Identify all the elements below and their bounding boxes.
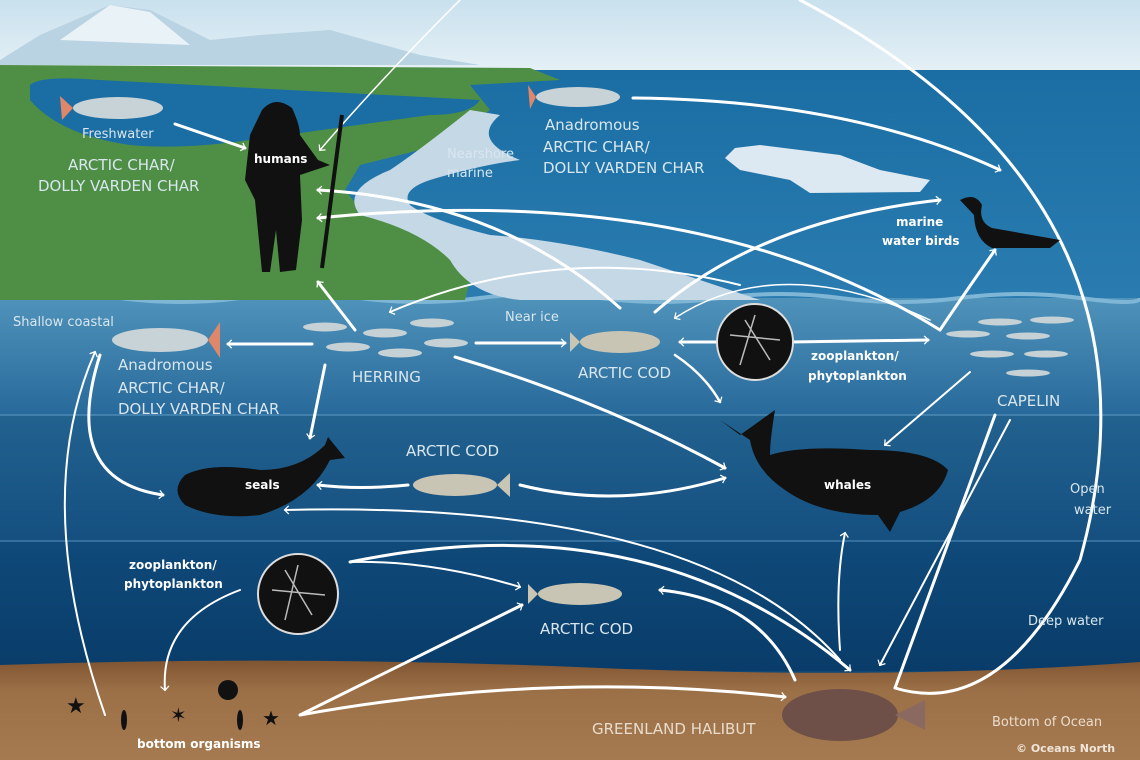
humans-icon [245,101,344,272]
label-cod-deep: ARCTIC COD [540,620,633,638]
zone-open-water-1: Open [1070,482,1105,497]
label-halibut: GREENLAND HALIBUT [592,720,756,738]
label-humans: humans [254,152,307,166]
seal-icon [177,437,345,517]
label-plankton-top-1: zooplankton/ [811,349,899,363]
anadromous-char-shallow-icon [112,322,220,358]
capelin-school-icon [946,316,1074,377]
ice-floe [725,145,930,193]
arctic-cod-ice-icon [570,331,660,353]
food-web-arrows [63,0,1103,717]
zone-nearshore-1: Nearshore [447,147,514,162]
label-anad-top-0: Anadromous [545,116,640,134]
arctic-cod-open-icon [413,473,510,497]
label-herring: HERRING [352,368,421,386]
label-anad-top-1: ARCTIC CHAR/ [543,138,651,156]
nearshore-ice [354,110,760,300]
label-plankton-deep-2: phytoplankton [124,577,223,591]
anadromous-char-top-icon [528,85,620,109]
label-anad-top-2: DOLLY VARDEN CHAR [543,159,704,177]
svg-text:✶: ✶ [170,703,187,727]
credit: © Oceans North [1016,742,1115,755]
label-anad-shallow-0: Anadromous [118,356,213,374]
label-birds-1: marine [896,215,943,229]
mountain-snow [60,5,190,45]
marine-bird-icon [960,196,1060,248]
herring-school-icon [303,318,468,358]
bottom-organisms-icon: ★ ★ ✶ [66,680,280,730]
zone-shallow-coastal: Shallow coastal [13,315,114,330]
label-anad-shallow-1: ARCTIC CHAR/ [118,379,226,397]
label-plankton-top-2: phytoplankton [808,369,907,383]
open-water-zone [0,415,1140,542]
svg-text:★: ★ [66,694,86,719]
label-plankton-deep-1: zooplankton/ [129,558,217,572]
plankton-deep-icon [257,553,339,635]
label-birds-2: water birds [882,234,960,248]
label-anad-shallow-2: DOLLY VARDEN CHAR [118,400,279,418]
label-capelin: CAPELIN [997,392,1060,410]
label-whales: whales [824,478,871,492]
freshwater-char-icon [60,96,163,120]
whale-icon [720,410,948,532]
zone-freshwater: Freshwater [82,127,154,142]
plankton-top-icon [716,303,794,381]
label-fresh-char-1: ARCTIC CHAR/ [68,156,176,174]
arctic-cod-deep-icon [528,583,622,605]
deep-water-zone [0,541,1140,671]
zone-near-ice: Near ice [505,310,559,325]
halibut-icon [782,689,925,741]
label-bottom-organisms: bottom organisms [137,737,261,751]
label-fresh-char-2: DOLLY VARDEN CHAR [38,177,199,195]
zone-nearshore-2: marine [447,166,493,181]
label-cod-ice: ARCTIC COD [578,364,671,382]
label-seals: seals [245,478,280,492]
svg-text:★: ★ [262,706,280,730]
label-cod-open: ARCTIC COD [406,442,499,460]
zone-deep-water: Deep water [1028,614,1104,629]
zone-bottom: Bottom of Ocean [992,715,1102,730]
zone-open-water-2: water [1074,503,1112,518]
